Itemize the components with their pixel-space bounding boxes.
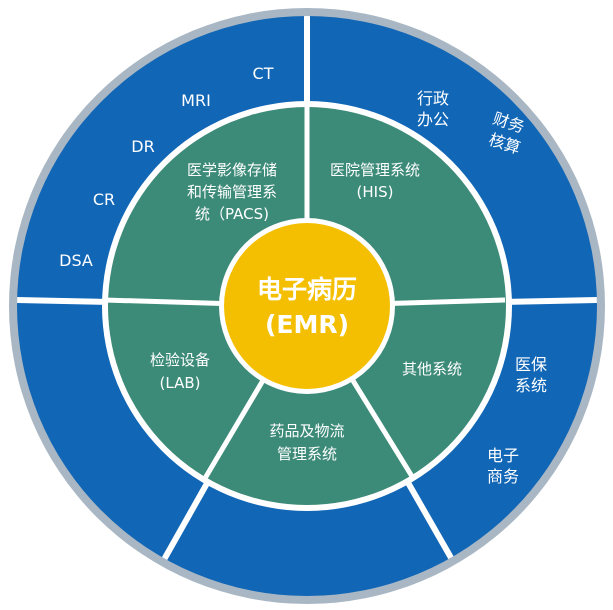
outer-item-admin-line2: 办公 — [417, 110, 449, 129]
segment-lab-line1: 检验设备 — [150, 351, 210, 369]
outer-item-dsa: DSA — [59, 251, 93, 270]
core-title: 电子病历 — [257, 275, 357, 304]
outer-item-cr: CR — [93, 190, 115, 209]
segment-drugs-line1: 药品及物流 — [269, 422, 344, 440]
segment-lab-line2: (LAB) — [160, 374, 201, 392]
segment-drugs: 药品及物流 管理系统 — [269, 422, 344, 463]
core-circle — [224, 223, 390, 389]
segment-drugs-line2: 管理系统 — [277, 445, 337, 463]
outer-item-insurance-line2: 系统 — [515, 376, 547, 395]
outer-item-mri: MRI — [181, 91, 211, 110]
segment-his-line1: 医院管理系统 — [330, 161, 420, 179]
segment-other-line1: 其他系统 — [402, 360, 462, 378]
segment-pacs-line3: 统（PACS) — [195, 205, 269, 223]
core-subtitle: (EMR) — [265, 310, 349, 339]
outer-item-insurance-line1: 医保 — [515, 355, 547, 374]
outer-item-ecommerce-line1: 电子 — [487, 446, 519, 465]
segment-other: 其他系统 — [402, 360, 462, 378]
outer-item-admin-line1: 行政 — [417, 89, 449, 108]
outer-item-ct: CT — [253, 64, 274, 83]
outer-item-ecommerce-line2: 商务 — [487, 467, 519, 486]
segment-his: 医院管理系统 (HIS) — [330, 161, 420, 201]
segment-lab: 检验设备 (LAB) — [150, 351, 210, 392]
segment-his-line2: (HIS) — [357, 183, 394, 201]
segment-pacs-line1: 医学影像存储 — [187, 161, 277, 179]
segment-pacs-line2: 和传输管理系 — [187, 183, 277, 201]
outer-item-dr: DR — [131, 137, 154, 156]
segment-pacs: 医学影像存储 和传输管理系 统（PACS) — [187, 161, 277, 223]
